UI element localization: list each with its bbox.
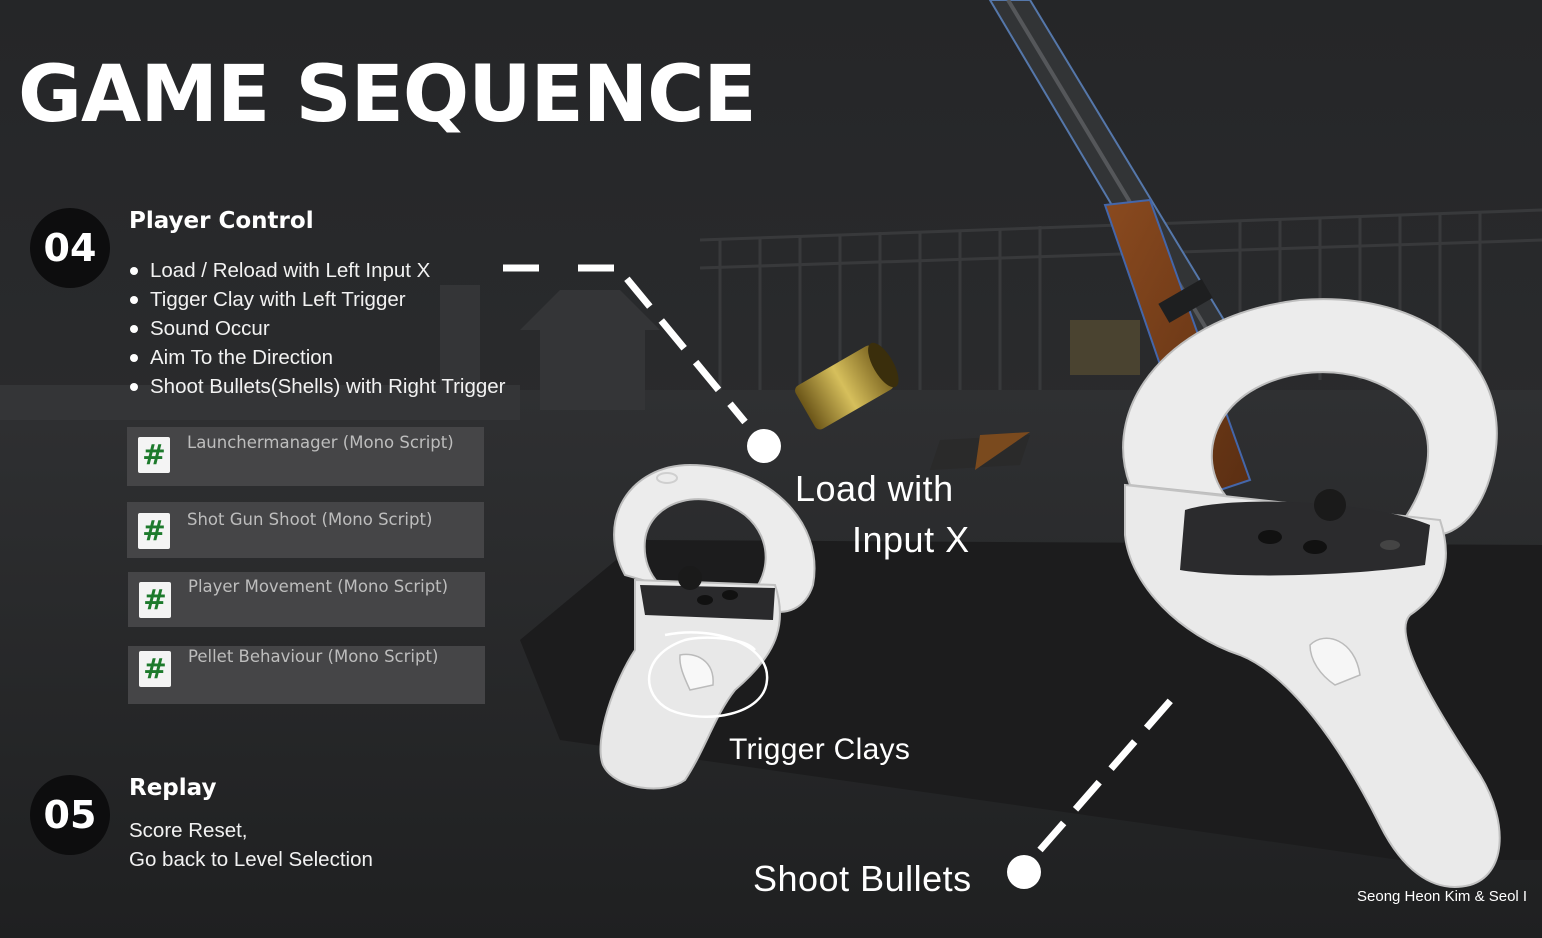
- csharp-script-icon: #: [139, 651, 171, 687]
- script-card-player-movement: # Player Movement (Mono Script): [128, 572, 485, 627]
- section-number-badge: 04: [30, 208, 110, 288]
- script-card-shot-gun-shoot: # Shot Gun Shoot (Mono Script): [127, 502, 484, 558]
- list-item: Tigger Clay with Left Trigger: [129, 285, 506, 314]
- list-item: Sound Occur: [129, 314, 506, 343]
- vr-controller-left-icon: [599, 463, 816, 790]
- list-item: Load / Reload with Left Input X: [129, 256, 506, 285]
- script-label: Player Movement (Mono Script): [188, 577, 449, 596]
- replay-description: Score Reset, Go back to Level Selection: [129, 816, 373, 874]
- script-label: Shot Gun Shoot (Mono Script): [187, 510, 433, 529]
- player-control-list: Load / Reload with Left Input X Tigger C…: [129, 256, 506, 401]
- csharp-script-icon: #: [138, 513, 170, 549]
- trigger-callout: Trigger Clays: [729, 733, 911, 766]
- section-heading: Player Control: [129, 208, 314, 234]
- script-card-launchermanager: # Launchermanager (Mono Script): [127, 427, 484, 486]
- section-heading: Replay: [129, 775, 217, 801]
- author-credit: Seong Heon Kim & Seol I: [1357, 888, 1528, 905]
- load-callout-line1: Load with: [795, 468, 954, 509]
- list-item: Aim To the Direction: [129, 343, 506, 372]
- script-card-pellet-behaviour: # Pellet Behaviour (Mono Script): [128, 646, 485, 704]
- replay-line: Go back to Level Selection: [129, 848, 373, 871]
- vr-controller-right-icon: [1122, 298, 1501, 888]
- csharp-script-icon: #: [139, 582, 171, 618]
- replay-line: Score Reset,: [129, 819, 248, 842]
- load-callout-line2: Input X: [852, 519, 970, 560]
- shoot-callout: Shoot Bullets: [753, 858, 972, 899]
- section-number-badge: 05: [30, 775, 110, 855]
- page-title: GAME SEQUENCE: [18, 50, 757, 140]
- list-item: Shoot Bullets(Shells) with Right Trigger: [129, 372, 506, 401]
- script-label: Launchermanager (Mono Script): [187, 433, 454, 452]
- script-label: Pellet Behaviour (Mono Script): [188, 647, 439, 666]
- csharp-script-icon: #: [138, 437, 170, 473]
